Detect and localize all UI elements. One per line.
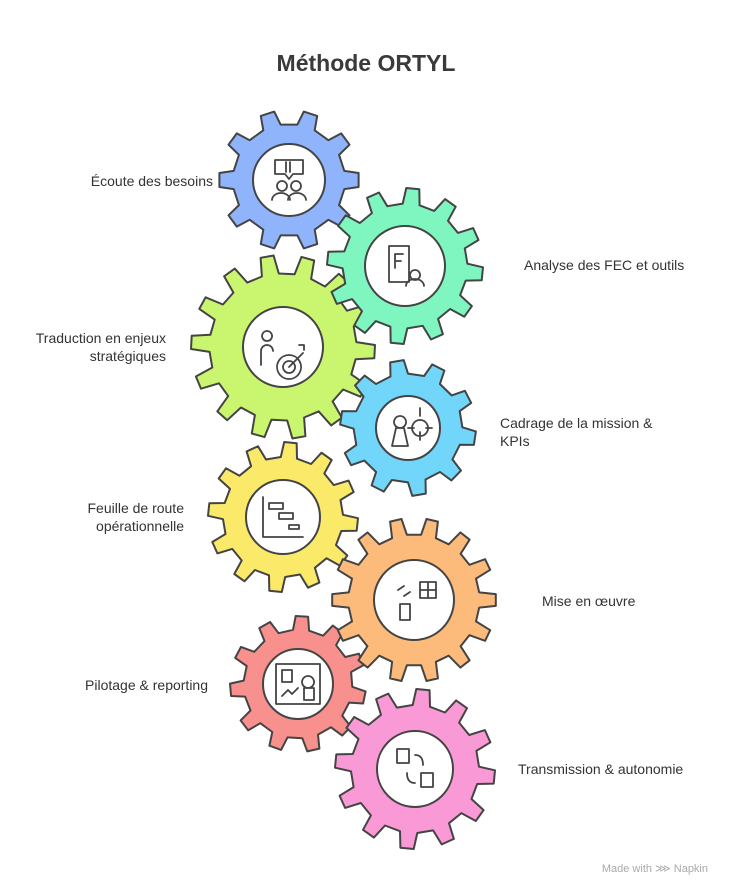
dashboard-icon [275,663,321,705]
implementation-icon [397,581,437,621]
step-label-7: Pilotage & reporting [85,677,208,693]
gear-step-3 [190,254,376,440]
gantt-roadmap-icon [262,496,304,538]
gear-center [262,648,334,720]
document-analysis-icon [388,245,425,287]
gear-step-1 [218,110,360,250]
gear-center [252,143,326,217]
gear-center [245,479,321,555]
gear-step-5 [207,441,359,593]
step-label-5: Feuille de route opérationnelle [87,500,184,534]
transfer-icon [396,748,434,788]
gear-center [376,730,454,808]
made-with-napkin: Made with ⋙ Napkin [601,863,708,875]
step-label-6: Mise en œuvre [542,593,636,609]
target-person-icon [260,330,305,380]
step-label-2: Analyse des FEC et outils [524,257,685,273]
step-label-8: Transmission & autonomie [518,761,684,777]
step-label-1: Écoute des besoins [90,173,213,189]
gear-step-2 [326,187,484,345]
gear-center [242,306,324,388]
step-label-4: Cadrage de la mission & KPIs [500,415,653,449]
page-title: Méthode ORTYL [276,50,456,76]
listening-icon [271,159,307,201]
gear-step-6 [331,518,497,682]
person-crosshair-icon [391,407,433,447]
gear-center [364,225,446,307]
gear-step-4 [339,359,477,497]
gear-step-8 [334,688,496,850]
gear-step-7 [229,615,367,753]
gear-center [373,559,455,641]
step-label-3: Traduction en enjeux stratégiques [35,330,166,364]
